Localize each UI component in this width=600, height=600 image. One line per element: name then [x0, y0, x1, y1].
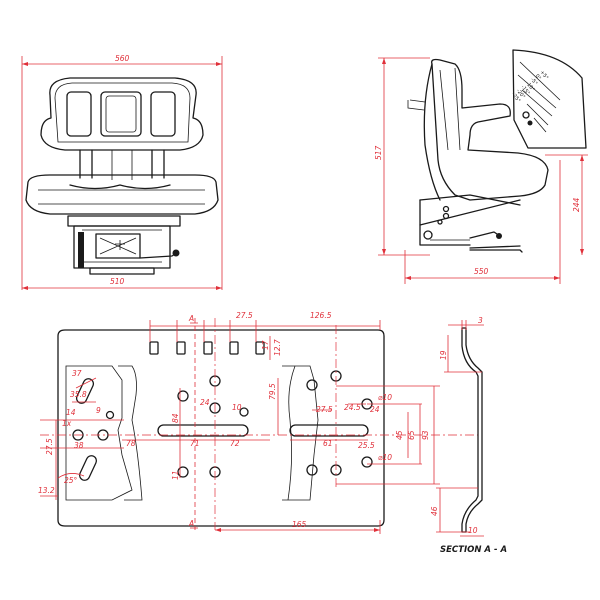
plate-dim-84: 84	[171, 413, 180, 423]
plate-left-dims: 37 35.8 14 1x 9 38 27.5 13.2 25°	[38, 369, 124, 500]
plate-slots	[157, 424, 369, 437]
side-dim-244: 244	[545, 154, 588, 255]
plate-dim-24-5: 24.5	[344, 403, 361, 412]
side-dim-550: 550	[404, 160, 561, 284]
front-dim-560: 560	[21, 54, 223, 290]
plate-dim-37: 37	[72, 369, 82, 378]
side-view: 517 244 +5° 0° -5° -10° -15° -20° -25°	[374, 49, 588, 284]
front-view: 560	[21, 54, 223, 290]
svg-text:-5°: -5°	[529, 77, 539, 87]
plate-center-dims: 84 24 10 79.5 78 71 72 61 11	[122, 378, 368, 480]
section-view: 3 19 46 10 SECTION A - A	[430, 316, 507, 555]
plate-dim-9: 9	[96, 406, 101, 415]
plate-dim-61: 61	[323, 439, 333, 448]
side-dim-244-label: 244	[572, 197, 581, 212]
plate-dim-11: 11	[171, 470, 180, 480]
plate-dim-165: 165	[292, 520, 307, 529]
plate-dim-79-5: 79.5	[268, 383, 277, 400]
section-dim-46: 46	[430, 506, 439, 516]
svg-text:-25°: -25°	[510, 92, 522, 104]
front-dim-510: 510	[22, 277, 222, 290]
front-base	[67, 215, 181, 275]
plate-top-slots	[149, 341, 265, 355]
plate-dim-10: 10	[232, 403, 242, 412]
svg-text:-20°: -20°	[515, 88, 527, 100]
plate-dim-hole-bottom: ⌀10	[378, 453, 392, 462]
plate-dim-27-5-top: 27.5	[236, 311, 253, 320]
plate-dim-12-7: 12.7	[273, 339, 282, 356]
plate-right-dims: 27.5 24.5 24 25.5 ⌀10 ⌀10 45 65 93	[312, 385, 440, 485]
angle-scale-labels: +5° 0° -5° -10° -15° -20° -25°	[510, 70, 549, 105]
section-title: SECTION A - A	[440, 545, 507, 555]
plate-dim-71: 71	[190, 439, 200, 448]
plate-dim-27-5-right: 27.5	[316, 405, 333, 414]
plate-dim-17: 17	[261, 340, 270, 350]
side-angle-scale: +5° 0° -5° -10° -15° -20° -25°	[510, 49, 587, 149]
plate-top-dims: 27.5 126.5 17 12.7	[149, 311, 381, 360]
svg-text:-15°: -15°	[520, 84, 532, 96]
front-dim-510-label: 510	[110, 277, 125, 286]
side-seat-body	[407, 58, 549, 253]
plate-dim-hole-top: ⌀10	[378, 393, 392, 402]
plate-dim-72: 72	[230, 439, 240, 448]
side-dim-550-label: 550	[474, 267, 489, 276]
front-dim-560-label: 560	[115, 54, 130, 63]
section-mark-bottom: A	[188, 519, 194, 528]
plate-dim-13-2: 13.2	[38, 486, 55, 495]
side-dim-517: 517	[374, 57, 430, 256]
front-backrest	[40, 77, 204, 151]
front-seat	[25, 174, 219, 215]
plate-dim-45: 45	[395, 430, 404, 440]
plate-dim-14: 14	[66, 408, 76, 417]
section-dim-3: 3	[478, 316, 483, 325]
side-dim-517-label: 517	[374, 145, 383, 160]
plate-dim-38: 38	[74, 441, 84, 450]
plate-dim-65: 65	[407, 430, 416, 440]
plate-dim-126-5: 126.5	[310, 311, 332, 320]
plate-holes	[72, 370, 373, 478]
plate-dim-24-right: 24	[370, 405, 380, 414]
plate-section-marks: A A	[188, 314, 198, 529]
svg-text:-10°: -10°	[524, 81, 536, 93]
plate-dim-35-8: 35.8	[70, 390, 87, 399]
plate-dim-93: 93	[421, 430, 430, 440]
plate-dim-24: 24	[200, 398, 210, 407]
plate-dim-165-group: 165	[215, 520, 381, 534]
section-dim-10: 10	[468, 526, 478, 535]
section-dim-19: 19	[439, 350, 448, 360]
plate-angled-slots	[75, 378, 98, 481]
plate-center-lines	[40, 318, 478, 530]
svg-text:0°: 0°	[534, 73, 543, 82]
plate-view: A A 27.5 126.5 17 12.7 37 35.8 14 1x 9	[38, 311, 478, 534]
plate-dim-1x: 1x	[62, 419, 72, 428]
plate-dim-27-5-left: 27.5	[45, 438, 54, 455]
plate-dim-25-deg: 25°	[64, 476, 78, 485]
section-mark-top: A	[188, 314, 194, 323]
plate-dim-25-5: 25.5	[358, 441, 375, 450]
plate-dim-78: 78	[126, 439, 136, 448]
svg-text:+5°: +5°	[538, 70, 549, 82]
